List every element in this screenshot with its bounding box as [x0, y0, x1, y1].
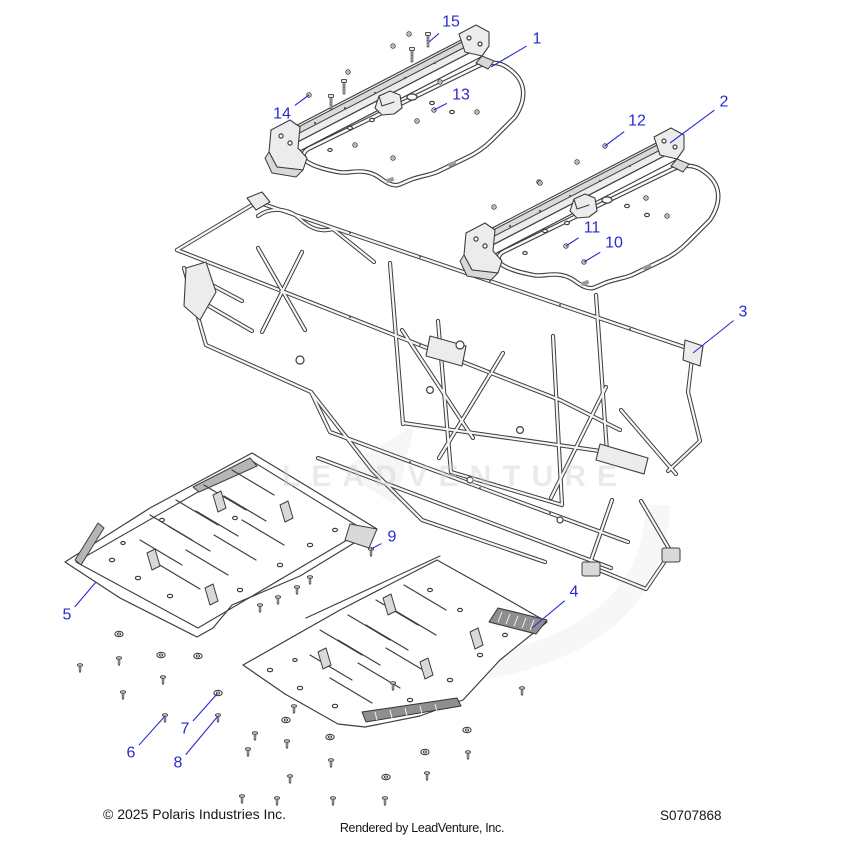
- callout-14: 14: [273, 105, 291, 123]
- panel-left-slots: [139, 469, 285, 590]
- callout-3: 3: [738, 303, 748, 321]
- callout-2: 2: [719, 93, 729, 111]
- panel-right-slots: [309, 584, 447, 704]
- seat-frame-1-illustration: [265, 25, 523, 185]
- callout-4: 4: [569, 583, 579, 601]
- panel-left-holes: [108, 515, 339, 599]
- callout-1: 1: [532, 30, 542, 48]
- main-frame-illustration: [177, 191, 704, 589]
- copyright-text: © 2025 Polaris Industries Inc.: [103, 806, 287, 822]
- floor-panel-right-illustration: [242, 555, 548, 728]
- callout-7: 7: [180, 720, 190, 738]
- rendered-by-text: Rendered by LeadVenture, Inc.: [339, 821, 505, 835]
- panel-right-holes: [266, 587, 509, 709]
- frame-rivets: [279, 232, 631, 514]
- callout-11: 11: [583, 219, 601, 237]
- seat-frame-2-illustration: [460, 128, 718, 288]
- callout-9: 9: [387, 528, 397, 546]
- callout-10: 10: [605, 234, 623, 252]
- callout-15: 15: [442, 13, 460, 31]
- document-number: S0707868: [660, 808, 722, 823]
- callout-8: 8: [173, 754, 183, 772]
- callout-12: 12: [628, 112, 646, 130]
- callout-13: 13: [452, 86, 470, 104]
- callout-6: 6: [126, 744, 136, 762]
- callout-5: 5: [62, 606, 72, 624]
- floor-panel-left-illustration: [64, 452, 378, 638]
